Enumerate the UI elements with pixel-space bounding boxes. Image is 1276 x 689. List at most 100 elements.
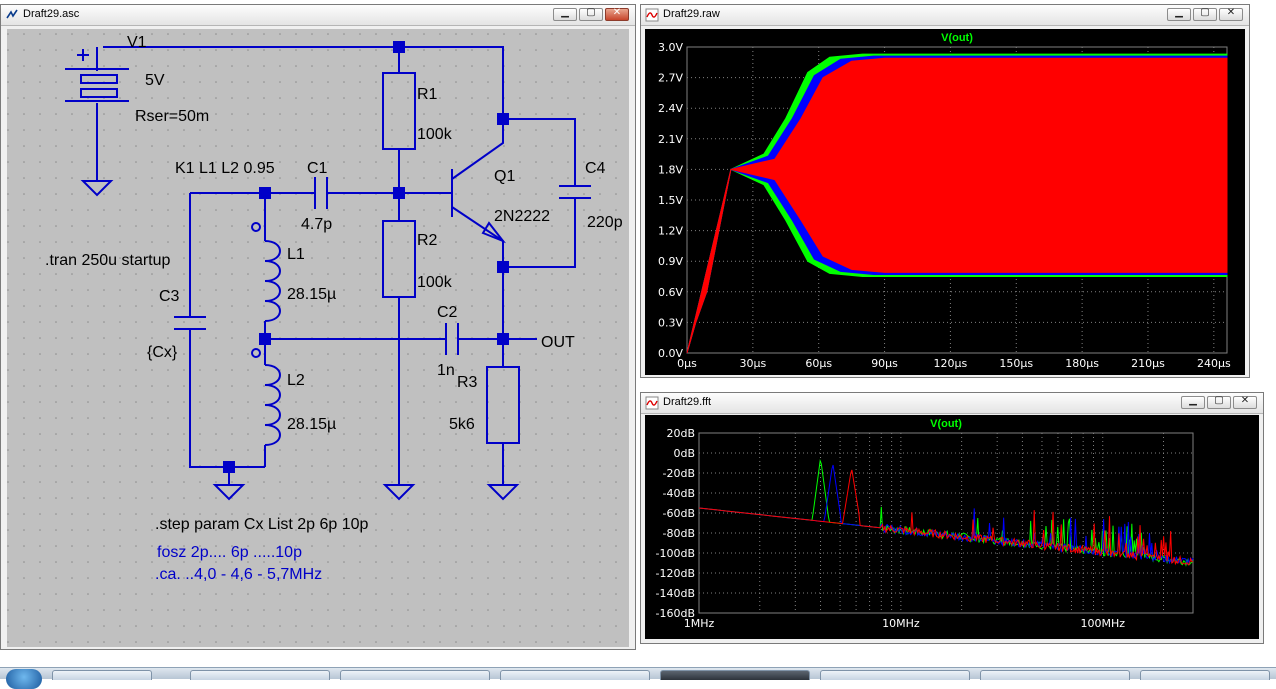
raw-trace-label: V(out): [941, 32, 973, 44]
resistor-r3[interactable]: [486, 366, 520, 444]
taskbar-item[interactable]: [980, 670, 1130, 680]
label-l2-name: L2: [287, 372, 305, 389]
waveform-app-icon: [645, 396, 659, 410]
window-title: Draft29.fft: [663, 396, 712, 408]
close-button[interactable]: ✕: [1233, 395, 1257, 409]
raw-x-tick-label: 180µs: [1065, 357, 1099, 370]
taskbar-item[interactable]: [340, 670, 490, 680]
fft-y-tick-label: -140dB: [656, 587, 696, 600]
raw-y-tick-label: 1.2V: [658, 225, 683, 238]
label-c4-name: C4: [585, 160, 606, 177]
fft-series-1: [698, 464, 1194, 566]
raw-titlebar[interactable]: Draft29.raw ▁ ▢ ✕: [641, 5, 1249, 26]
waveform-app-icon: [645, 8, 659, 22]
taskbar-item[interactable]: [820, 670, 970, 680]
raw-y-tick-label: 0.3V: [658, 316, 683, 329]
junction-dots: [223, 41, 509, 473]
taskbar-item[interactable]: [190, 670, 330, 680]
label-v1-name: V1: [127, 34, 147, 51]
maximize-icon: ▢: [1200, 7, 1210, 18]
window-title: Draft29.asc: [23, 8, 80, 20]
label-r3-name: R3: [457, 374, 478, 391]
label-c3-name: C3: [159, 288, 180, 305]
fft-y-tick-label: -20dB: [663, 467, 696, 480]
fft-chart[interactable]: V(out)20dB0dB-20dB-40dB-60dB-80dB-100dB-…: [645, 415, 1259, 639]
fft-titlebar[interactable]: Draft29.fft ▁ ▢ ✕: [641, 393, 1263, 414]
label-r2-value: 100k: [417, 274, 453, 291]
label-c1-value: 4.7p: [301, 216, 332, 233]
schematic-titlebar[interactable]: Draft29.asc ▁ ▢ ✕: [1, 5, 635, 26]
minimize-icon: ▁: [561, 7, 569, 18]
raw-y-tick-label: 0.9V: [658, 255, 683, 268]
minimize-icon: ▁: [1175, 7, 1183, 18]
raw-chart[interactable]: V(out)0.0V0.3V0.6V0.9V1.2V1.5V1.8V2.1V2.…: [645, 29, 1245, 375]
label-l1-value: 28.15µ: [287, 286, 336, 303]
label-c2-name: C2: [437, 304, 458, 321]
raw-y-tick-label: 0.0V: [658, 347, 683, 360]
label-v1-value: 5V: [145, 72, 165, 89]
capacitor-c1[interactable]: [314, 177, 328, 209]
raw-plot-window[interactable]: Draft29.raw ▁ ▢ ✕ V(out) 0.0V 0.3V 0.6V 0.9V…: [640, 4, 1250, 378]
raw-x-tick-label: 240µs: [1197, 357, 1231, 370]
schematic-canvas[interactable]: V1 5V Rser=50m R1 100k K1 L1 L2 0.95 C1 …: [7, 29, 629, 647]
fft-y-tick-label: -80dB: [663, 527, 696, 540]
raw-x-tick-label: 60µs: [805, 357, 832, 370]
label-v1-rser: Rser=50m: [135, 108, 209, 125]
fft-x-tick-label: 1MHz: [684, 617, 715, 630]
close-icon: ✕: [612, 7, 622, 18]
close-button[interactable]: ✕: [605, 7, 629, 21]
taskbar-item[interactable]: [1140, 670, 1270, 680]
minimize-button[interactable]: ▁: [553, 7, 577, 21]
close-button[interactable]: ✕: [1219, 7, 1243, 21]
inductor-l2[interactable]: [251, 348, 281, 446]
maximize-button[interactable]: ▢: [1207, 395, 1231, 409]
label-r2-name: R2: [417, 232, 438, 249]
comment-line-1[interactable]: fosz 2p.... 6p .....10p: [157, 544, 302, 561]
raw-x-tick-label: 210µs: [1131, 357, 1165, 370]
label-c1-name: C1: [307, 160, 328, 177]
fft-y-tick-label: -160dB: [656, 607, 696, 620]
minimize-button[interactable]: ▁: [1167, 7, 1191, 21]
raw-y-tick-label: 3.0V: [658, 41, 683, 54]
close-icon: ✕: [1226, 7, 1236, 18]
taskbar-item[interactable]: [52, 670, 152, 680]
schematic-window[interactable]: Draft29.asc ▁ ▢ ✕: [0, 4, 636, 650]
capacitor-c4[interactable]: [559, 185, 591, 199]
fft-trace-label: V(out): [930, 418, 962, 430]
resistor-r1[interactable]: [382, 72, 416, 150]
start-button[interactable]: [6, 669, 42, 689]
fft-x-tick-label: 100MHz: [1080, 617, 1125, 630]
label-c2-value: 1n: [437, 362, 455, 379]
maximize-button[interactable]: ▢: [1193, 7, 1217, 21]
step-directive[interactable]: .step param Cx List 2p 6p 10p: [155, 516, 369, 533]
maximize-icon: ▢: [1214, 395, 1224, 406]
comment-line-2[interactable]: .ca. ..4,0 - 4,6 - 5,7MHz: [155, 566, 322, 583]
capacitor-c2[interactable]: [445, 323, 459, 355]
raw-y-tick-label: 1.8V: [658, 163, 683, 176]
raw-x-tick-label: 30µs: [739, 357, 766, 370]
maximize-button[interactable]: ▢: [579, 7, 603, 21]
ground-symbols: [80, 180, 520, 501]
schematic-app-icon: [6, 9, 18, 19]
transistor-q1[interactable]: [481, 221, 507, 244]
minimize-icon: ▁: [1189, 395, 1197, 406]
capacitor-c3[interactable]: [174, 316, 206, 330]
label-out: OUT: [541, 334, 575, 351]
tran-directive[interactable]: .tran 250u startup: [45, 252, 171, 269]
label-c4-value: 220p: [587, 214, 623, 231]
fft-y-tick-label: -40dB: [663, 487, 696, 500]
taskbar-item-active[interactable]: [660, 670, 810, 680]
label-l2-value: 28.15µ: [287, 416, 336, 433]
raw-x-tick-label: 120µs: [934, 357, 968, 370]
fft-x-tick-label: 10MHz: [882, 617, 920, 630]
minimize-button[interactable]: ▁: [1181, 395, 1205, 409]
taskbar-item[interactable]: [500, 670, 650, 680]
battery-v1[interactable]: [65, 49, 129, 102]
fft-series-2: [698, 469, 1194, 566]
inductor-l1[interactable]: [251, 222, 281, 322]
resistor-r2[interactable]: [382, 220, 416, 298]
raw-y-tick-label: 0.6V: [658, 286, 683, 299]
